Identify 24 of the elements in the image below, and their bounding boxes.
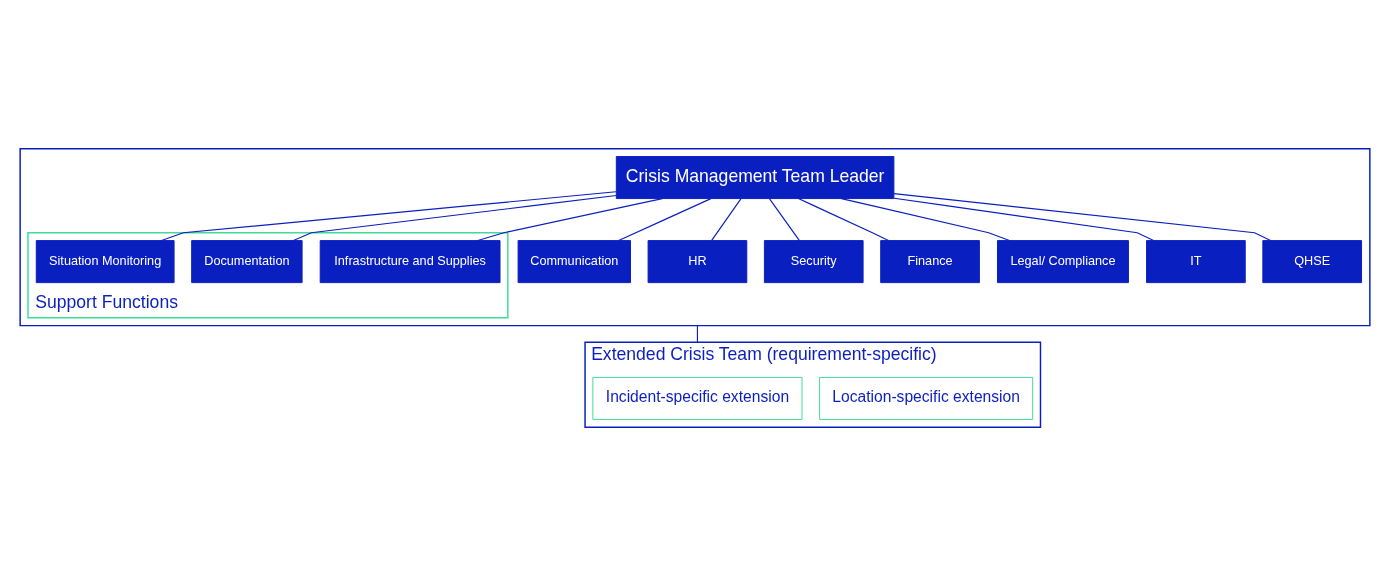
connector <box>840 197 1010 241</box>
cluster <box>19 147 1371 326</box>
connector <box>477 197 663 241</box>
node-box: Documentation <box>191 239 303 283</box>
node-box: IT <box>1146 239 1246 283</box>
node-box: QHSE <box>1262 239 1363 283</box>
node-box: Crisis Management Team Leader <box>615 155 895 199</box>
node-box: Incident-specific extension <box>592 376 803 420</box>
connector <box>893 192 1272 241</box>
node-box: HR <box>647 239 748 283</box>
node-box: Location-specific extension <box>819 376 1034 420</box>
connector <box>292 194 617 241</box>
connector <box>710 197 742 241</box>
connector <box>618 197 712 241</box>
connector <box>769 197 800 241</box>
node-box: Finance <box>880 239 980 283</box>
node-box: Situation Monitoring <box>35 239 175 283</box>
node-box: Security <box>763 239 864 283</box>
node-box: Communication <box>517 239 631 283</box>
node-box: Legal/ Compliance <box>997 239 1129 283</box>
connector <box>161 190 617 241</box>
connector <box>893 197 1155 241</box>
connector <box>797 197 890 241</box>
node-box: Infrastructure and Supplies <box>319 239 501 283</box>
